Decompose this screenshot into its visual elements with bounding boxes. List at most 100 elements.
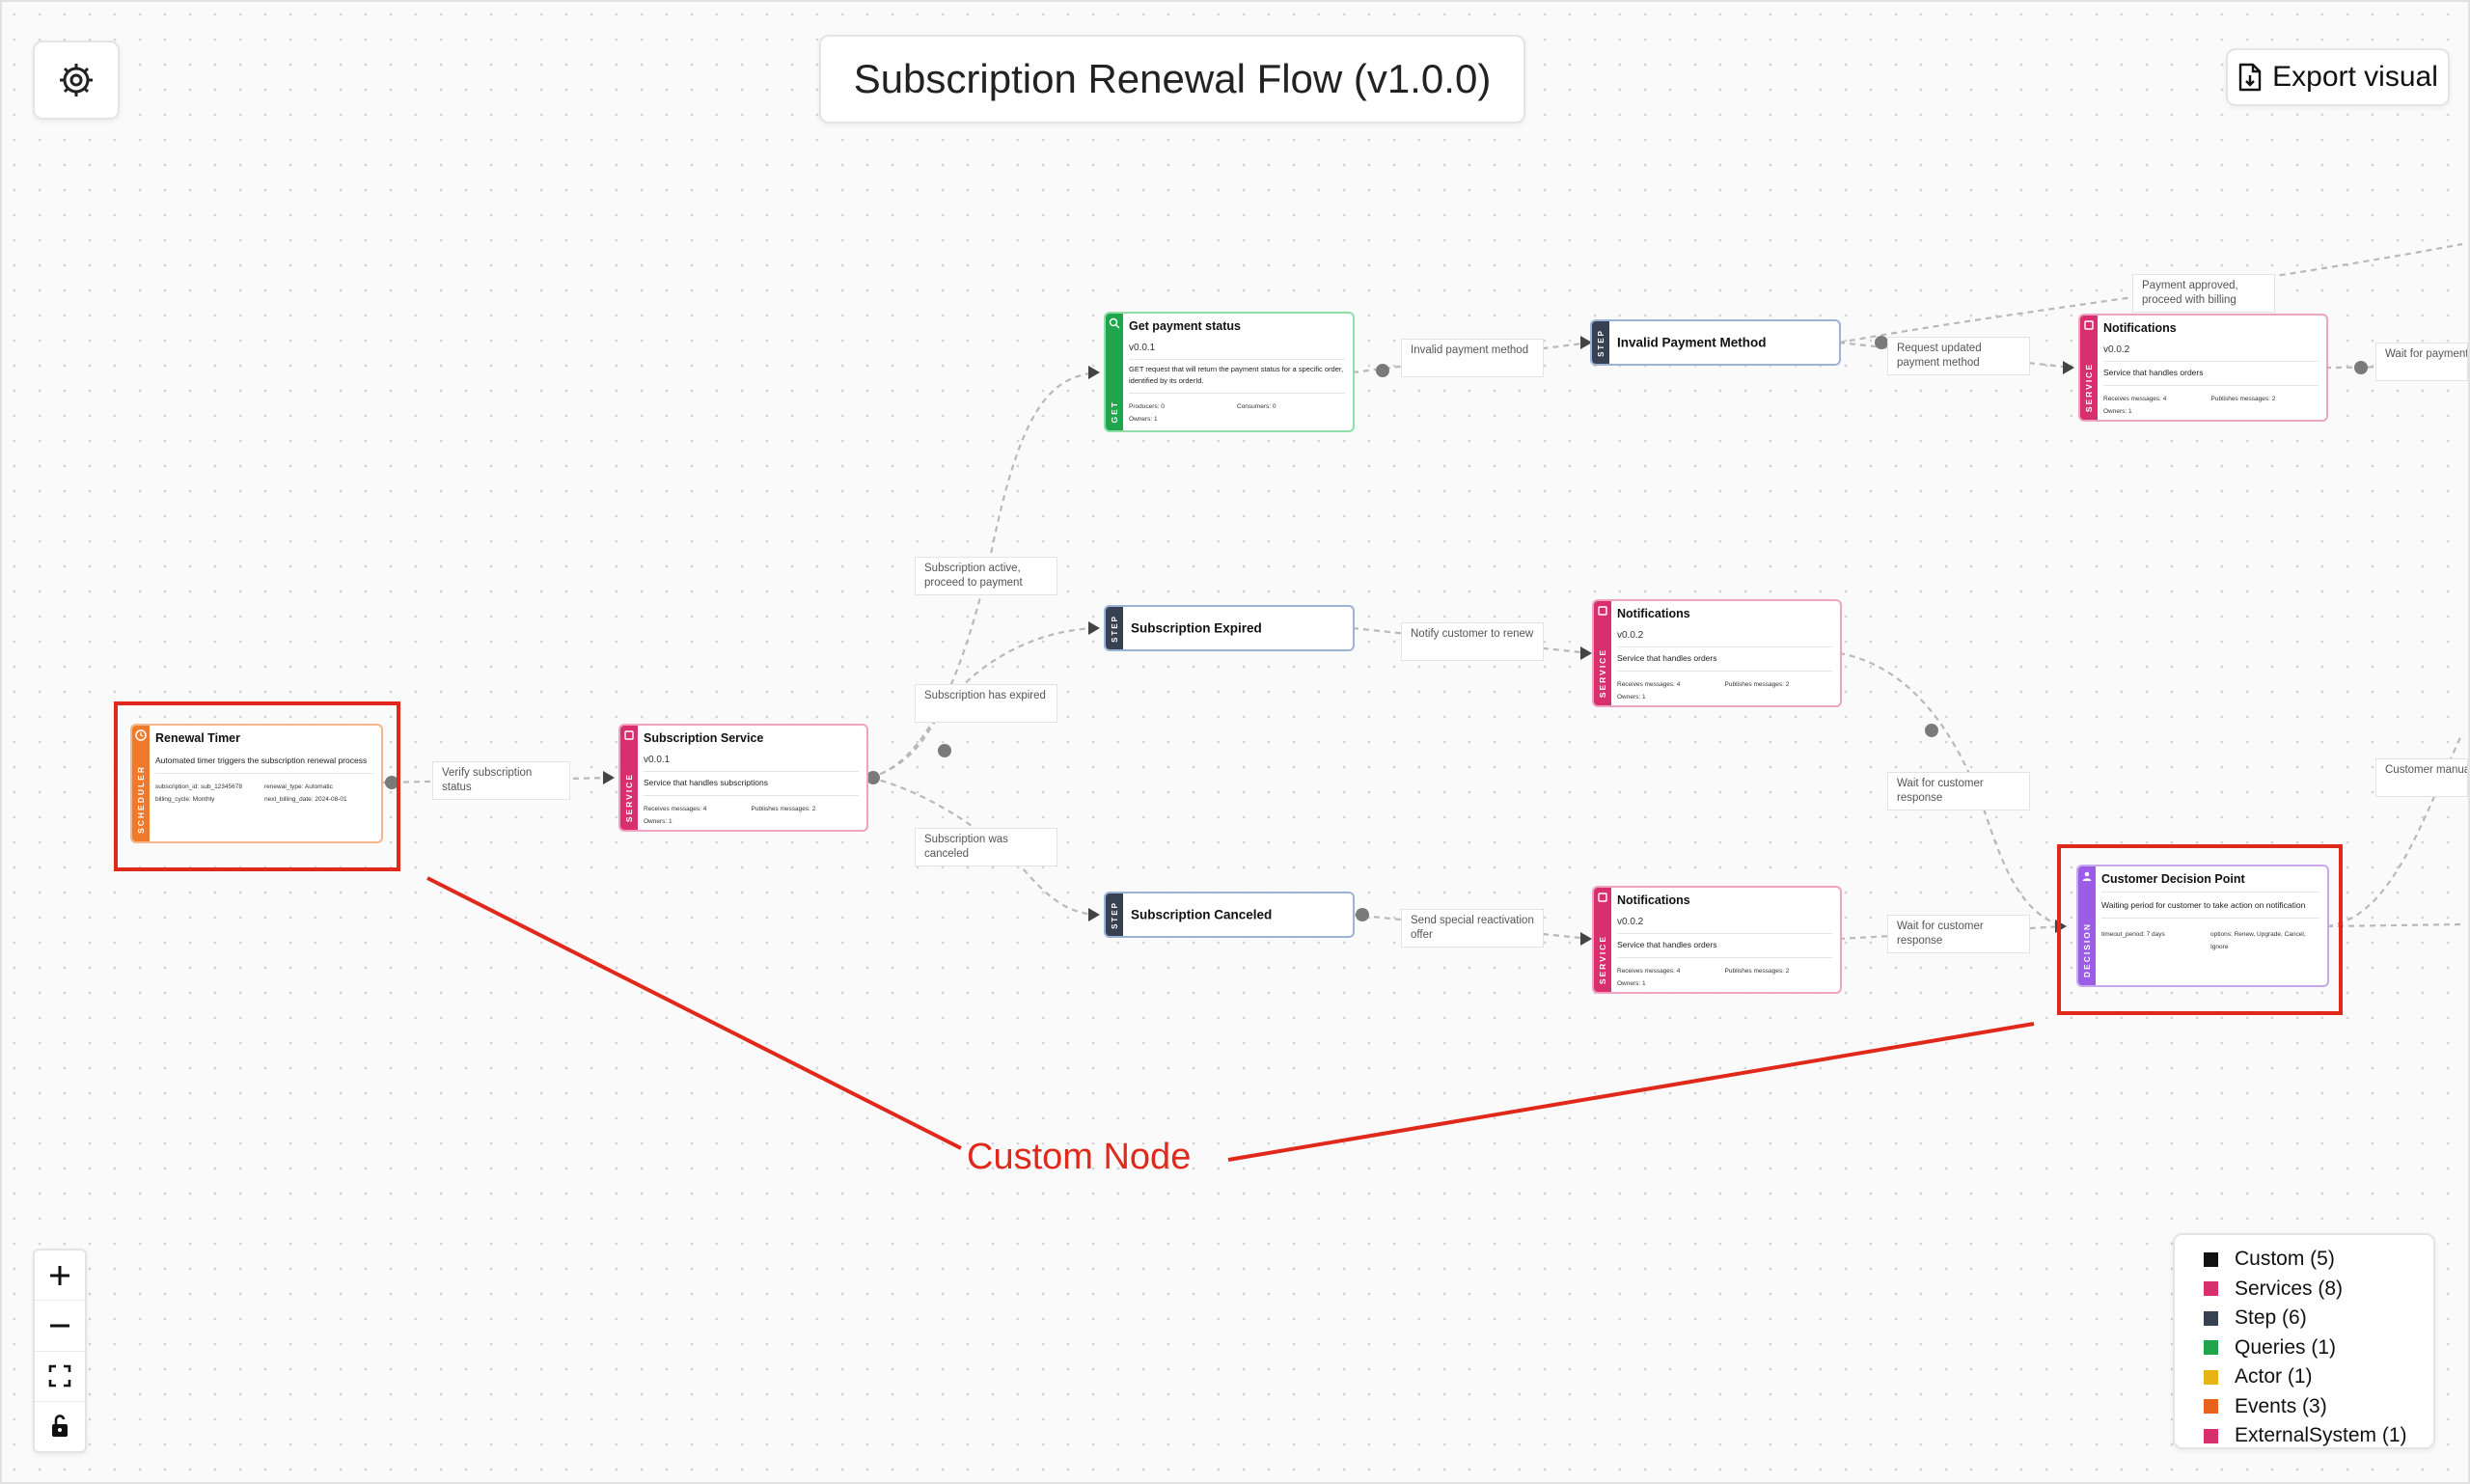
node-notifications-mid[interactable]: SERVICE Notifications v0.0.2 Service tha… [1592,599,1842,707]
node-description: Waiting period for customer to take acti… [2101,900,2306,910]
node-badge: STEP [1110,900,1119,929]
legend-item-externalsystem[interactable]: ExternalSystem (1) [2204,1421,2433,1451]
legend-item-custom[interactable]: Custom (5) [2204,1245,2433,1275]
node-title: Get payment status [1129,319,1242,333]
server-icon [2084,320,2094,330]
node-prop: Publishes messages: 2 [751,806,816,812]
node-badge: DECISION [2082,921,2092,977]
edge-label: Payment approved, proceed with billing [2132,274,2275,313]
node-invalid-payment-method[interactable]: STEP Invalid Payment Method [1590,319,1841,366]
settings-button[interactable] [33,41,120,120]
node-get-payment-status[interactable]: GET Get payment status v0.0.1 GET reques… [1104,312,1355,432]
legend-label: Step (6) [2235,1306,2307,1330]
legend-label: Services (8) [2235,1277,2344,1300]
node-prop: Publishes messages: 2 [2210,396,2276,402]
export-visual-button[interactable]: Export visual [2226,48,2450,106]
legend-swatch [2204,1281,2218,1297]
legend-label: Queries (1) [2235,1335,2337,1359]
legend: Custom (5) Services (8) Step (6) Queries… [2173,1233,2435,1449]
node-description: Automated timer triggers the subscriptio… [155,756,368,765]
node-subscription-canceled[interactable]: STEP Subscription Canceled [1104,892,1355,938]
gear-icon [60,64,93,96]
zoom-out-button[interactable] [35,1301,85,1352]
node-prop: options: Renew, Upgrade, Cancel, Ignore [2210,931,2306,950]
legend-item-events[interactable]: Events (3) [2204,1392,2433,1422]
legend-label: Events (3) [2235,1394,2327,1417]
node-prop: Owners: 1 [1617,694,1646,701]
zoom-controls [33,1249,87,1453]
node-version: v0.0.2 [1617,917,1644,927]
edge-label: Send special reactivation offer [1401,909,1544,948]
user-icon [2082,871,2092,881]
edge-label: Wait for customer response [1887,915,2030,953]
node-badge: SERVICE [1598,934,1607,984]
zoom-in-button[interactable] [35,1250,85,1302]
legend-swatch [2204,1251,2218,1267]
legend-item-queries[interactable]: Queries (1) [2204,1333,2433,1363]
legend-label: Custom (5) [2235,1248,2335,1271]
legend-swatch [2204,1428,2218,1443]
node-prop: Owners: 1 [644,818,672,825]
server-icon [1598,606,1607,616]
server-icon [1598,893,1607,902]
node-prop: subscription_id: sub_12345678 [155,783,242,790]
node-title: Notifications [1617,607,1690,620]
node-prop: Consumers: 0 [1237,403,1276,410]
node-notifications-bottom[interactable]: SERVICE Notifications v0.0.2 Service tha… [1592,886,1842,994]
node-prop: billing_cycle: Monthly [155,796,215,803]
annotation-custom-node: Custom Node [967,1137,1192,1177]
legend-label: ExternalSystem (1) [2235,1424,2407,1447]
node-description: Service that handles orders [1617,653,1717,663]
legend-item-step[interactable]: Step (6) [2204,1304,2433,1333]
server-icon [624,730,634,740]
node-prop: Owners: 1 [1617,980,1646,987]
edge-label: Subscription was canceled [915,828,1057,866]
legend-item-services[interactable]: Services (8) [2204,1275,2433,1305]
edge-label: Subscription has expired [915,684,1057,723]
node-description: GET request that will return the payment… [1129,365,1344,385]
edge-label: Customer manually renews [2375,758,2468,797]
node-badge: GET [1110,399,1119,423]
node-prop: Receives messages: 4 [1617,968,1681,975]
node-prop: Receives messages: 4 [644,806,707,812]
edge-label: Invalid payment method [1401,339,1544,377]
node-badge: SCHEDULER [136,765,146,834]
node-title: Subscription Expired [1131,620,1262,636]
flow-title: Subscription Renewal Flow (v1.0.0) [819,35,1525,124]
legend-swatch [2204,1310,2218,1326]
legend-item-actor[interactable]: Actor (1) [2204,1362,2433,1392]
node-badge: SERVICE [2084,362,2094,412]
legend-label: Actor (1) [2235,1365,2313,1388]
toggle-lock-button[interactable] [35,1402,85,1451]
node-version: v0.0.1 [644,755,671,765]
node-title: Notifications [2103,321,2177,335]
fit-view-button[interactable] [35,1352,85,1402]
node-prop: Publishes messages: 2 [1724,968,1790,975]
edge-label: Verify subscription status [432,761,570,800]
node-version: v0.0.2 [2103,344,2130,355]
node-prop: next_billing_date: 2024-08-01 [264,796,347,803]
file-download-icon [2238,63,2262,92]
plus-icon [50,1265,69,1285]
node-badge: SERVICE [624,772,634,822]
node-title: Notifications [1617,893,1690,907]
node-title: Subscription Service [644,731,764,745]
node-title: Invalid Payment Method [1617,335,1767,350]
node-subscription-service[interactable]: SERVICE Subscription Service v0.0.1 Serv… [618,724,868,832]
edge-label: Wait for customer response [1887,772,2030,811]
node-prop: timeout_period: 7 days [2101,931,2165,938]
search-icon [1109,317,1120,329]
node-title: Customer Decision Point [2101,872,2245,886]
edge-label: Subscription active, proceed to payment [915,557,1057,595]
node-renewal-timer[interactable]: SCHEDULER Renewal Timer Automated timer … [130,724,383,843]
node-prop: Producers: 0 [1129,403,1165,410]
node-badge: STEP [1596,328,1606,357]
unlock-icon [52,1415,68,1438]
node-prop: Owners: 1 [1129,416,1158,423]
node-badge: STEP [1110,614,1119,643]
edge-label: Wait for payment update [2375,343,2468,381]
node-subscription-expired[interactable]: STEP Subscription Expired [1104,605,1355,651]
node-customer-decision-point[interactable]: DECISION Customer Decision Point Waiting… [2076,865,2329,987]
node-notifications-top[interactable]: SERVICE Notifications v0.0.2 Service tha… [2078,314,2328,422]
legend-swatch [2204,1369,2218,1385]
